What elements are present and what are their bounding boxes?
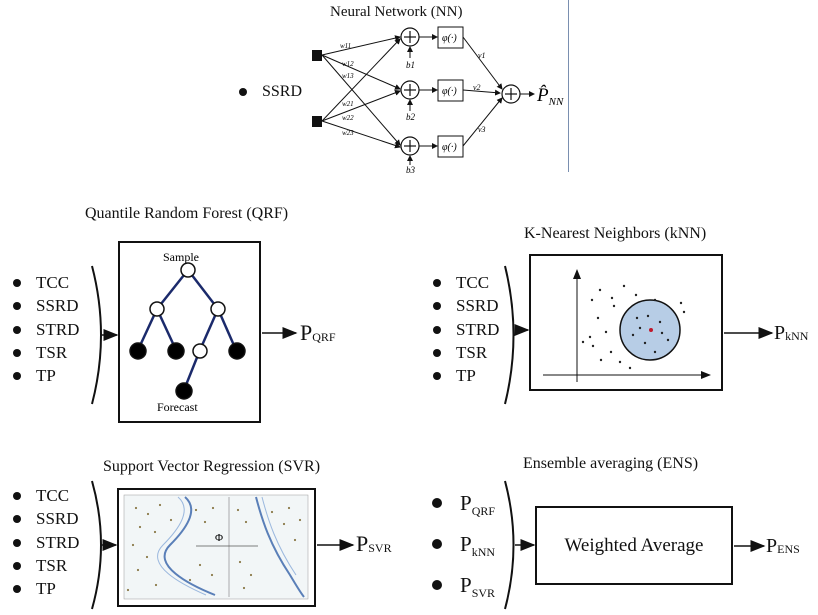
ens-bracket — [504, 480, 515, 610]
nn-input-item: SSRD — [236, 80, 302, 103]
ens-input-item: PSVR — [430, 569, 495, 610]
nn-sum-nodes — [400, 27, 521, 156]
qrf-output: PQRF — [300, 320, 336, 345]
qrf-input-item: TSR — [10, 341, 79, 364]
nn-activation-2: φ(·) — [442, 86, 457, 97]
svr-output: PSVR — [356, 531, 392, 556]
nn-input-node-2 — [312, 116, 322, 127]
knn-input-item: TP — [430, 364, 499, 387]
qrf-input-item: TP — [10, 364, 79, 387]
svr-input-item: TCC — [10, 484, 79, 507]
knn-input-item: TCC — [430, 271, 499, 294]
knn-output: PkNN — [774, 322, 809, 344]
nn-v3: v3 — [478, 125, 486, 134]
nn-weight-w22: w22 — [342, 114, 354, 122]
knn-plot — [543, 269, 711, 382]
svr-title: Support Vector Regression (SVR) — [103, 458, 321, 475]
nn-bias-1: b1 — [406, 60, 415, 70]
nn-weight-w11: w11 — [340, 42, 351, 50]
qrf-tree: Sample Forecast — [129, 250, 246, 414]
nn-v1: v1 — [478, 51, 486, 60]
nn-title: Neural Network (NN) — [330, 4, 463, 20]
svr-input-item: TSR — [10, 554, 79, 577]
svr-phi: Φ — [215, 532, 223, 544]
qrf-input-list: TCC SSRD STRD TSR TP — [10, 271, 79, 387]
knn-input-list: TCC SSRD STRD TSR TP — [430, 271, 499, 387]
qrf-title: Quantile Random Forest (QRF) — [85, 205, 289, 222]
nn-v2: v2 — [473, 83, 481, 92]
svr-plot: Φ — [123, 494, 309, 600]
nn-activation-boxes — [437, 26, 464, 158]
ens-title: Ensemble averaging (ENS) — [523, 455, 699, 472]
nn-input-list: SSRD — [236, 80, 302, 103]
svr-input-item: STRD — [10, 531, 79, 554]
nn-weight-w21: w21 — [342, 100, 354, 108]
nn-bias-3: b3 — [406, 165, 416, 175]
qrf-box — [118, 241, 261, 423]
ens-input-list: PQRF PkNN PSVR — [430, 487, 495, 609]
nn-connections — [321, 34, 535, 165]
nn-activation-1: φ(·) — [442, 33, 457, 44]
ens-weighted-average-box: Weighted Average — [535, 506, 733, 585]
knn-input-item: TSR — [430, 341, 499, 364]
qrf-input-item: TCC — [10, 271, 79, 294]
nn-input-node-1 — [312, 50, 322, 61]
nn-output: P̂NN — [536, 85, 564, 108]
nn-weight-w23: w23 — [342, 129, 354, 137]
knn-box — [529, 254, 723, 391]
svr-input-item: SSRD — [10, 507, 79, 530]
qrf-tree-forecast: Forecast — [157, 400, 198, 414]
svr-box — [117, 488, 316, 607]
nn-bias-2: b2 — [406, 112, 416, 122]
svr-input-list: TCC SSRD STRD TSR TP — [10, 484, 79, 600]
qrf-bracket — [91, 265, 102, 405]
svr-input-item: TP — [10, 577, 79, 600]
ens-output: PENS — [766, 535, 800, 557]
nn-weight-w12: w12 — [342, 60, 354, 68]
ens-input-item: PkNN — [430, 528, 495, 569]
ens-box-label: Weighted Average — [564, 534, 704, 556]
qrf-input-item: SSRD — [10, 294, 79, 317]
qrf-input-item: STRD — [10, 318, 79, 341]
knn-input-item: STRD — [430, 318, 499, 341]
nn-activation-3: φ(·) — [442, 142, 457, 153]
qrf-tree-sample: Sample — [163, 250, 199, 264]
nn-weight-w13: w13 — [342, 72, 354, 80]
svr-bracket — [91, 480, 102, 610]
knn-bracket — [504, 265, 515, 405]
nn-divider — [568, 0, 569, 172]
knn-title: K-Nearest Neighbors (kNN) — [524, 225, 707, 242]
ens-input-item: PQRF — [430, 487, 495, 528]
knn-input-item: SSRD — [430, 294, 499, 317]
